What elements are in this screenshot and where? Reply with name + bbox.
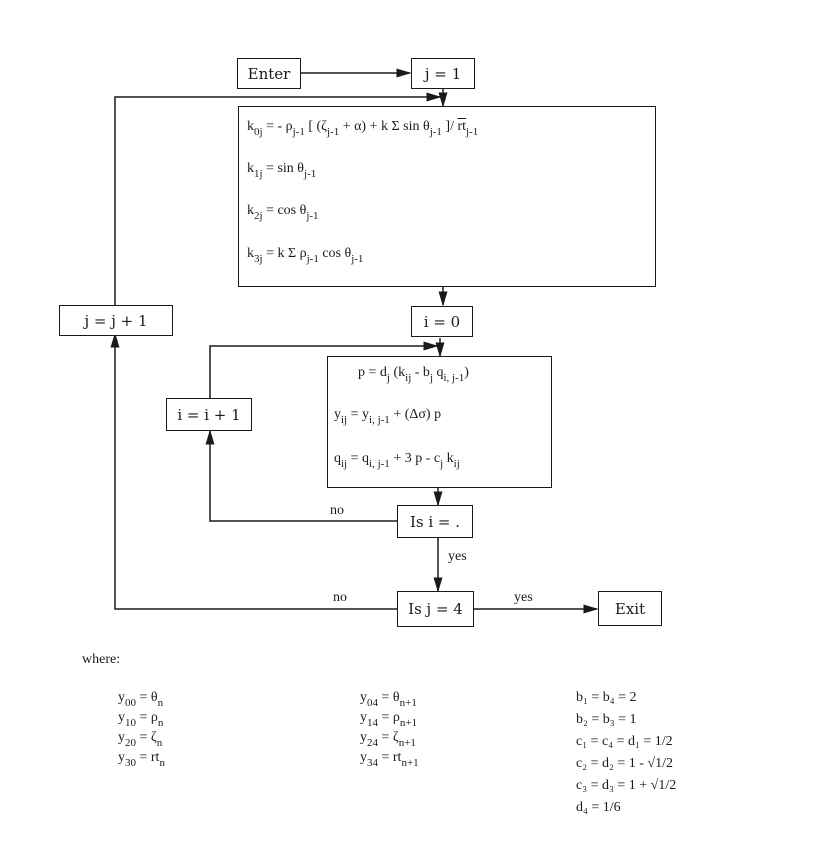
loop-i-top xyxy=(209,341,439,398)
is-j-label: Is j = 4 xyxy=(408,600,463,618)
def-c3-d3: c₃ = d₃ = 1 + √1/2 xyxy=(576,778,677,793)
label-yes-j: yes xyxy=(514,590,533,605)
k-coefficients-box: k0j = - ρj-1 [ (ζj-1 + α) + k Σ sin θj-1… xyxy=(238,106,656,287)
i-increment-box: i = i + 1 xyxy=(166,398,252,431)
where-col1: y00 = θn y10 = ρn y20 = ζn y30 = rtn xyxy=(118,690,165,770)
j-increment-box: j = j + 1 xyxy=(59,305,173,336)
def-y34: y34 = rtn+1 xyxy=(360,750,419,769)
j-init-box: j = 1 xyxy=(411,58,475,89)
is-i-decision-box: Is i = . xyxy=(397,505,473,538)
eq-q: qij = qi, j-1 + 3 p - cj kij xyxy=(334,451,460,470)
loop-j-top xyxy=(114,92,442,308)
def-b1-b4: b₁ = b₄ = 2 xyxy=(576,690,637,705)
loop-j-no xyxy=(110,332,397,610)
def-b2-b3: b₂ = b₃ = 1 xyxy=(576,712,637,727)
exit-box: Exit xyxy=(598,591,662,626)
pyq-box: p = dj (kij - bj qi, j-1) yij = yi, j-1 … xyxy=(327,356,552,488)
def-y14: y14 = ρn+1 xyxy=(360,710,418,729)
def-y10: y10 = ρn xyxy=(118,710,164,729)
def-c1-c4-d1: c₁ = c₄ = d₁ = 1/2 xyxy=(576,734,673,749)
eq-k0j: k0j = - ρj-1 [ (ζj-1 + α) + k Σ sin θj-1… xyxy=(247,119,479,138)
def-c2-d2: c₂ = d₂ = 1 - √1/2 xyxy=(576,756,674,771)
is-i-label: Is i = . xyxy=(409,512,461,531)
where-col2: y04 = θn+1 y14 = ρn+1 y24 = ζn+1 y34 = r… xyxy=(360,690,419,770)
where-heading: where: xyxy=(82,652,121,667)
eq-y: yij = yi, j-1 + (Δσ) p xyxy=(334,407,442,426)
eq-p: p = dj (kij - bj qi, j-1) xyxy=(358,365,469,384)
j-init-label: j = 1 xyxy=(424,64,462,83)
def-y00: y00 = θn xyxy=(118,690,164,709)
label-no-i: no xyxy=(330,503,344,518)
i-init-box: i = 0 xyxy=(411,306,473,337)
label-yes-i: yes xyxy=(448,549,467,564)
is-j-decision-box: Is j = 4 xyxy=(397,591,474,627)
j-increment-label: j = j + 1 xyxy=(84,311,148,330)
def-d4: d₄ = 1/6 xyxy=(576,800,621,815)
label-no-j: no xyxy=(333,590,347,605)
eq-k1j: k1j = sin θj-1 xyxy=(247,161,317,180)
loop-i-no xyxy=(205,429,397,522)
exit-label: Exit xyxy=(614,599,646,618)
def-y24: y24 = ζn+1 xyxy=(360,730,416,749)
i-increment-label: i = i + 1 xyxy=(177,405,241,424)
def-y04: y04 = θn+1 xyxy=(360,690,417,709)
i-init-label: i = 0 xyxy=(423,312,461,331)
eq-k3j: k3j = k Σ ρj-1 cos θj-1 xyxy=(247,246,364,265)
eq-k2j: k2j = cos θj-1 xyxy=(247,203,319,222)
enter-label: Enter xyxy=(247,64,291,83)
def-y20: y20 = ζn xyxy=(118,730,163,749)
enter-box: Enter xyxy=(237,58,301,89)
def-y30: y30 = rtn xyxy=(118,750,165,769)
where-col3: b₁ = b₄ = 2 b₂ = b₃ = 1 c₁ = c₄ = d₁ = 1… xyxy=(576,690,676,822)
